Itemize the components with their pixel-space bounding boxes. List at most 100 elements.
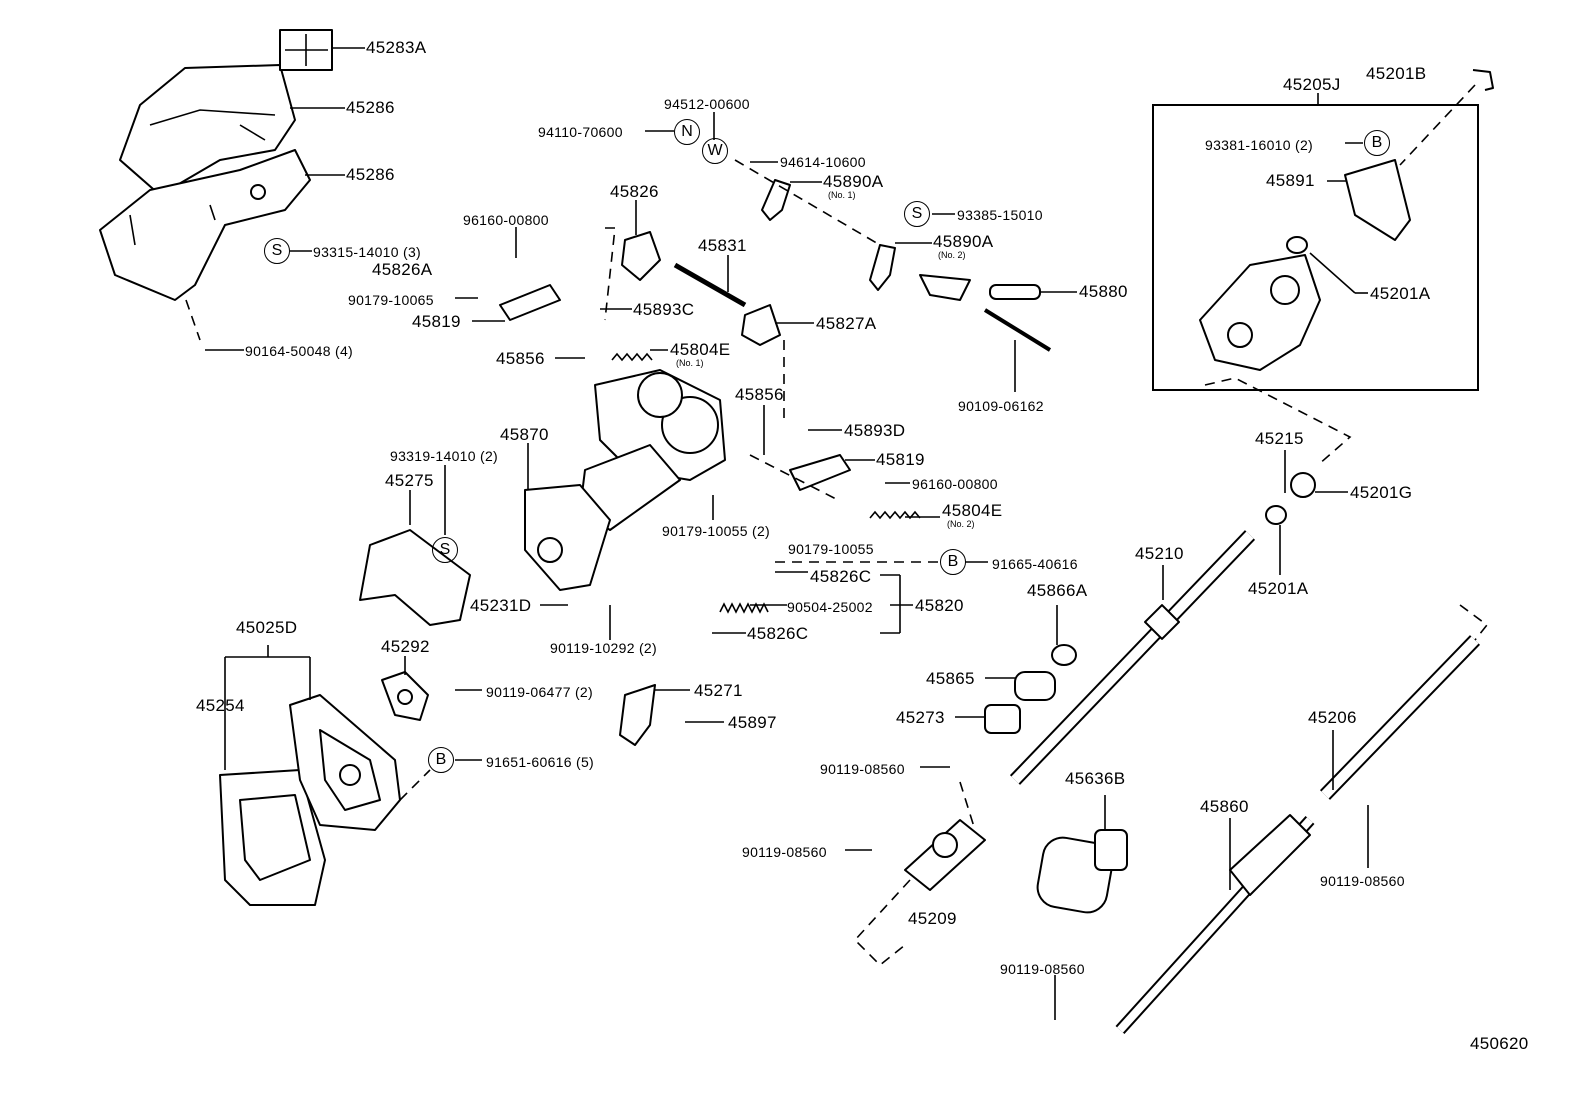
callout-45025D: 45025D [236,618,298,637]
tilt-lever-45880 [919,274,1041,301]
callout-45804E-no1: 45804E [670,340,731,359]
lever-45890A-no1 [761,179,791,221]
callout-94614: 94614-10600 [780,154,866,170]
lever-45819-upper [499,284,561,321]
callout-45880: 45880 [1079,282,1128,301]
column-hole-cover-seal [289,694,401,831]
note-no1-upper: (No. 1) [828,190,856,200]
symbol-n: N [674,119,700,145]
callout-45890A-no2: 45890A [933,232,994,251]
callout-45206: 45206 [1308,708,1357,727]
washer-45201A-upper [1286,236,1308,254]
assembly-dash-lines [185,84,1489,967]
symbol-b-column: B [940,549,966,575]
callout-45820: 45820 [915,596,964,615]
callout-45893D: 45893D [844,421,906,440]
callout-90109: 90109-06162 [958,398,1044,414]
lever-45890A-no2 [869,244,896,291]
intermediate-shaft-45210 [1009,530,1256,785]
callout-45286-lower: 45286 [346,165,395,184]
pump-body [1199,254,1321,371]
upper-column-cover [119,64,296,196]
callout-93385: 93385-15010 [957,207,1043,223]
tilt-bracket [359,529,471,626]
callout-45891: 45891 [1266,171,1315,190]
callout-45231D: 45231D [470,596,532,615]
callout-45826C-lower: 45826C [747,624,809,643]
callout-45636B: 45636B [1065,769,1126,788]
callout-90119-08560-a: 90119-08560 [820,761,905,777]
spring-45804E-no1 [611,352,653,362]
callout-93319: 93319-14010 (2) [390,448,499,464]
dust-seal-45865 [1014,671,1056,701]
callout-45286-upper: 45286 [346,98,395,117]
symbol-s-bracket: S [432,537,458,563]
callout-45893C: 45893C [633,300,695,319]
pump-group-frame [1152,104,1479,391]
bolt-90109 [983,308,1052,352]
callout-45292: 45292 [381,637,430,656]
bearing-45866A [1051,644,1077,666]
callout-45205J: 45205J [1283,75,1341,94]
callout-45870: 45870 [500,425,549,444]
steering-column-assembly [524,369,726,591]
callout-90179-10055-right: 90179-10055 [788,541,874,557]
leader-lines [205,47,1369,1020]
sliding-yoke-45206 [1319,635,1481,800]
callout-45826C-upper: 45826C [810,567,872,586]
callout-45860: 45860 [1200,797,1249,816]
column-hole-cover [219,769,326,906]
callout-45273: 45273 [896,708,945,727]
shaft-45831 [673,262,747,308]
callout-45897: 45897 [728,713,777,732]
callout-90119-10292: 90119-10292 (2) [550,640,657,656]
cover-45636B [1036,829,1128,914]
callout-45201G: 45201G [1350,483,1413,502]
spring-90504 [719,602,769,614]
spring-45804E-no2 [869,510,921,520]
lower-column-cover [99,149,311,301]
bracket-45271 [619,684,656,746]
note-no2-lower: (No. 2) [947,519,975,529]
callout-45201B: 45201B [1366,64,1427,83]
callout-91651: 91651-60616 (5) [486,754,595,770]
note-no1-lower: (No. 1) [676,358,704,368]
callout-90119-08560-c: 90119-08560 [1320,873,1405,889]
callout-45866A: 45866A [1027,581,1088,600]
callout-45819-lower: 45819 [876,450,925,469]
universal-joint-45209 [904,819,986,891]
callout-45271: 45271 [694,681,743,700]
callout-45819-upper: 45819 [412,312,461,331]
callout-94512: 94512-00600 [664,96,750,112]
grommet-45273 [984,704,1021,734]
callout-45831: 45831 [698,236,747,255]
callout-45890A-no1: 45890A [823,172,884,191]
callout-93315: 93315-14010 (3) [313,244,422,260]
washer-45201A-lower [1265,505,1287,525]
callout-90119-08560-b: 90119-08560 [742,844,827,860]
callout-90119-08560-d: 90119-08560 [1000,961,1085,977]
callout-90119-06477: 90119-06477 (2) [486,684,593,700]
symbol-b-pump: B [1364,130,1390,156]
plate-45826 [621,231,661,281]
callout-45210: 45210 [1135,544,1184,563]
symbol-s-covers: S [264,238,290,264]
callout-45856-left: 45856 [496,349,545,368]
callout-45283A: 45283A [366,38,427,57]
callout-94110: 94110-70600 [538,124,623,140]
note-no2-upper: (No. 2) [938,250,966,260]
callout-45254: 45254 [196,696,245,715]
callout-45201A-upper: 45201A [1370,284,1431,303]
spring-45215 [1290,472,1316,498]
lever-45819-lower [789,454,851,491]
callout-45804E-no2: 45804E [942,501,1003,520]
callout-45275: 45275 [385,471,434,490]
callout-96160-lower: 96160-00800 [912,476,998,492]
symbol-w: W [702,138,728,164]
callout-45201A-lower: 45201A [1248,579,1309,598]
callout-91665: 91665-40616 [992,556,1078,572]
callout-96160-upper: 96160-00800 [463,212,549,228]
callout-90179-10065: 90179-10065 [348,292,434,308]
callout-45865: 45865 [926,669,975,688]
